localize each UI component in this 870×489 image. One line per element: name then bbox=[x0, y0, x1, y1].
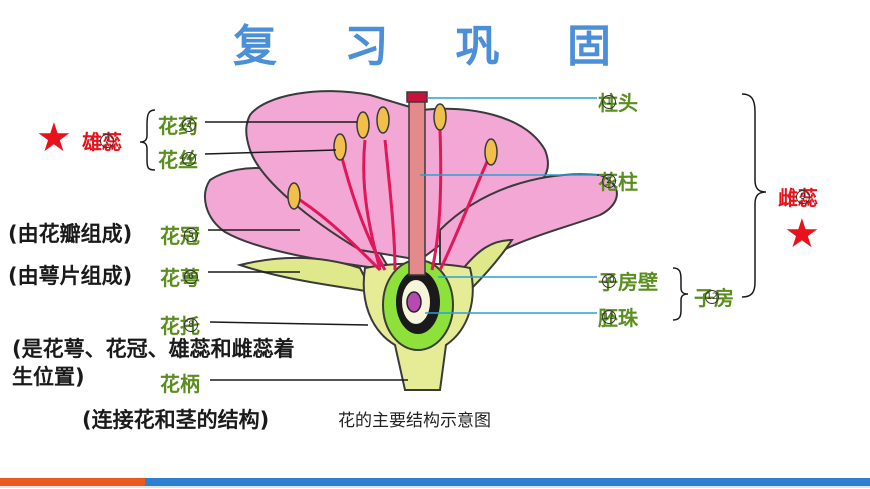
note-pedicel: (连接花和茎的结构) bbox=[82, 408, 270, 432]
note-receptacle-1: (是花萼、花冠、雄蕊和雌蕊着 bbox=[12, 337, 295, 361]
circled-number-2: 2 bbox=[602, 174, 616, 188]
footer-bar-accent bbox=[0, 478, 145, 486]
ovary-bracket bbox=[672, 267, 689, 321]
style bbox=[408, 99, 426, 276]
circled-number-10: 10 bbox=[602, 274, 616, 288]
petal-right bbox=[439, 173, 618, 271]
note-receptacle-2: 生位置) bbox=[12, 365, 85, 389]
circled-number-4: 4 bbox=[182, 152, 196, 166]
label-pedicel: 花柄 bbox=[160, 372, 200, 396]
circled-number-11: 11 bbox=[602, 310, 616, 324]
note-calyx: (由萼片组成) bbox=[8, 264, 133, 288]
circled-number-8: 8 bbox=[184, 318, 198, 332]
circled-number-3: 3 bbox=[182, 118, 196, 132]
note-corolla: (由花瓣组成) bbox=[8, 222, 133, 246]
circled-number-1: 1 bbox=[602, 95, 616, 109]
pistil-bracket bbox=[741, 93, 767, 298]
ovule bbox=[406, 291, 422, 313]
circled-number-12: 12 bbox=[705, 290, 719, 304]
circled-number-7: 7 bbox=[100, 134, 114, 148]
circled-number-5: 5 bbox=[184, 228, 198, 242]
stamen-bracket bbox=[139, 109, 156, 171]
circled-number-6: 6 bbox=[184, 270, 198, 284]
diagram-caption: 花的主要结构示意图 bbox=[338, 411, 491, 431]
footer-bar bbox=[145, 478, 870, 486]
star-icon-right: ★ bbox=[784, 211, 820, 257]
star-icon: ★ bbox=[36, 115, 72, 161]
stigma bbox=[406, 91, 428, 103]
page-title: 复 习 巩 固 bbox=[233, 21, 637, 72]
footer-line bbox=[0, 486, 870, 488]
flower-diagram bbox=[139, 90, 767, 391]
circled-number-9: 9 bbox=[796, 190, 810, 204]
